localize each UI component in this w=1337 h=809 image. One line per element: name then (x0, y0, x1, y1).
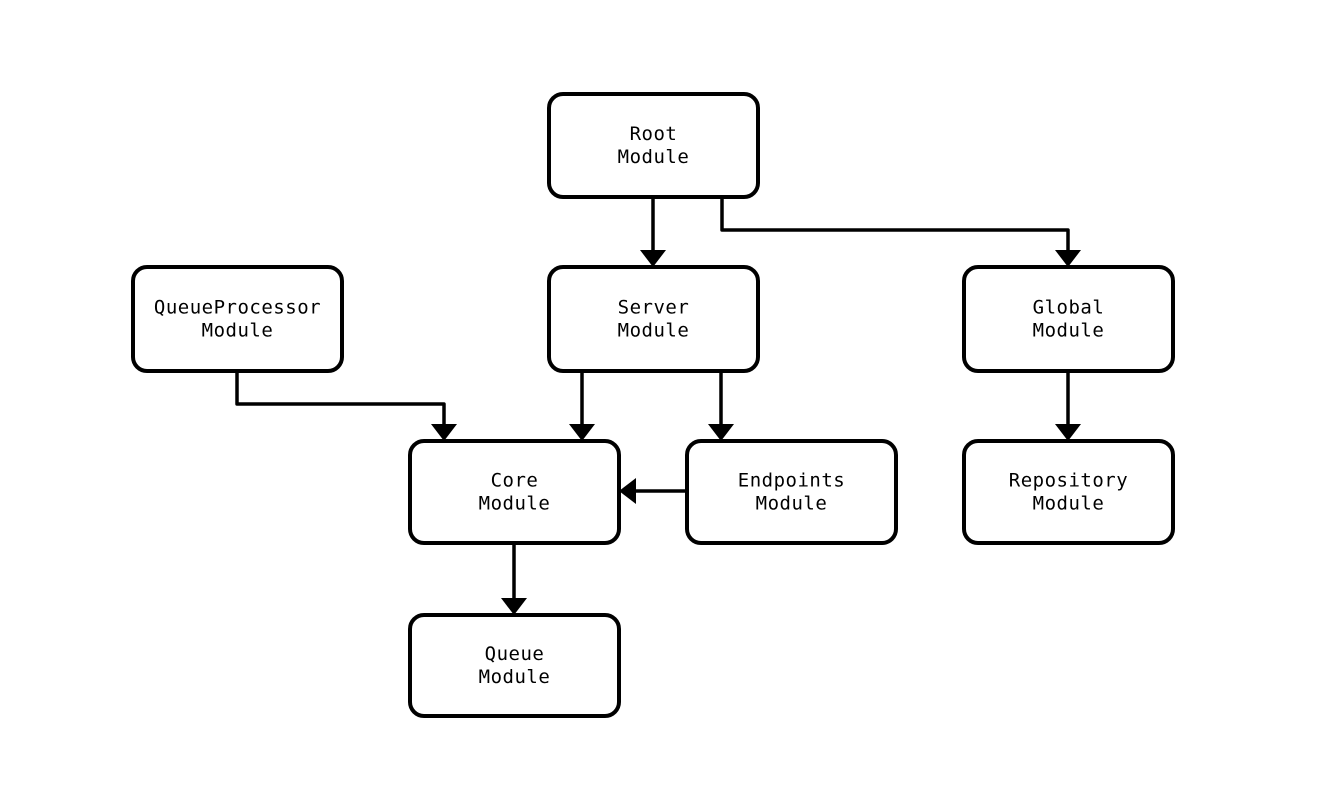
edge-global-to-repository (1055, 371, 1081, 441)
node-box[interactable] (962, 439, 1175, 545)
node-label-line2: Module (1033, 320, 1105, 342)
edge-server-to-endpoints (708, 371, 734, 441)
node-label-line2: Module (479, 666, 551, 688)
node-label-line2: Module (756, 493, 828, 515)
arrowhead-icon (640, 250, 666, 267)
arrowhead-icon (1055, 250, 1081, 267)
edge-line (720, 197, 1070, 256)
node-box[interactable] (408, 439, 621, 545)
node-box[interactable] (685, 439, 898, 545)
node-box[interactable] (131, 265, 344, 373)
nodes-layer: RootModuleQueueProcessorModuleServerModu… (131, 92, 1175, 718)
node-label-line2: Module (202, 320, 274, 342)
node-label-line1: Queue (485, 643, 545, 665)
edge-server-to-core (569, 371, 595, 441)
node-box[interactable] (408, 613, 621, 718)
node-label-line2: Module (618, 146, 690, 168)
arrowhead-icon (1055, 424, 1081, 441)
edge-root-to-server (640, 197, 666, 267)
edge-endpoints-to-core (619, 478, 687, 504)
node-label-line2: Module (479, 493, 551, 515)
arrowhead-icon (569, 424, 595, 441)
node-label-line1: Repository (1009, 470, 1128, 492)
edges-layer (235, 197, 1081, 615)
node-box[interactable] (547, 92, 760, 199)
arrowhead-icon (619, 478, 636, 504)
node-label-line1: Server (618, 297, 690, 319)
edge-core-to-queue (501, 543, 527, 615)
node-label-line2: Module (618, 320, 690, 342)
node-label-line1: Endpoints (738, 470, 845, 492)
arrowhead-icon (431, 424, 457, 441)
edge-queueprocessor-to-core (235, 371, 457, 441)
edge-root-to-global (720, 197, 1081, 267)
node-label-line1: Core (491, 470, 539, 492)
arrowhead-icon (708, 424, 734, 441)
node-label-line1: QueueProcessor (154, 297, 321, 319)
node-label-line2: Module (1033, 493, 1105, 515)
edge-line (235, 371, 446, 430)
arrowhead-icon (501, 598, 527, 615)
node-label-line1: Global (1033, 297, 1105, 319)
node-box[interactable] (547, 265, 760, 373)
node-box[interactable] (962, 265, 1175, 373)
node-label-line1: Root (630, 123, 678, 145)
